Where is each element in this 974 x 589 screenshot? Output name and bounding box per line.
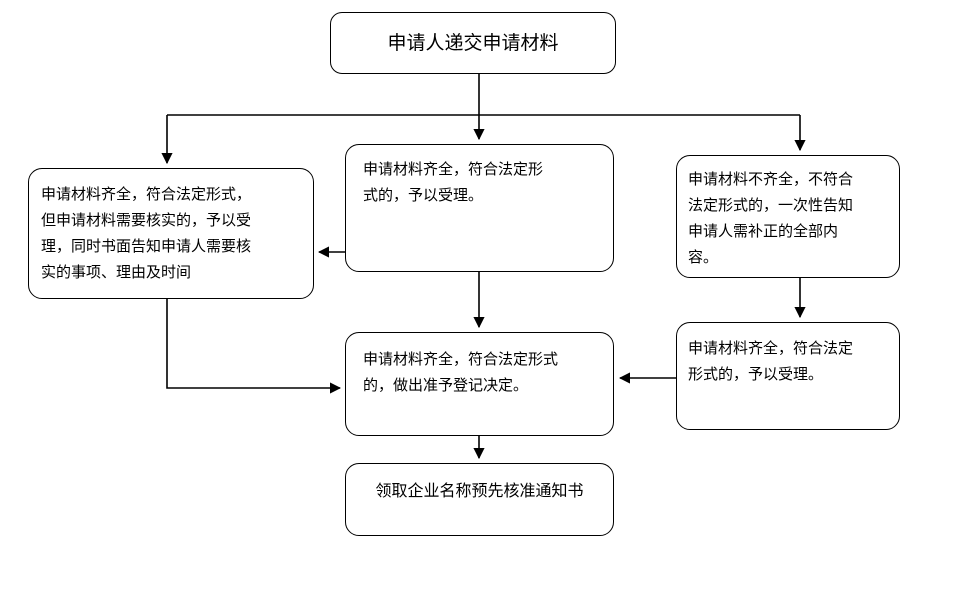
node-submit-application-label: 申请人递交申请材料 [387, 32, 559, 54]
node-registration-approval-decision-label: 申请材料齐全，符合法定形式 的，做出准予登记决定。 [363, 350, 559, 394]
edge-verify-to-approve [166, 299, 342, 394]
node-receive-approval-notice[interactable]: 领取企业名称预先核准通知书 [345, 463, 614, 536]
node-accept-after-correction[interactable]: 申请材料齐全，符合法定 形式的，予以受理。 [676, 322, 900, 430]
node-incomplete-materials-notice-label: 申请材料不齐全，不符合 法定形式的，一次性告知 申请人需补正的全部内 容。 [688, 170, 854, 266]
node-receive-approval-notice-label: 领取企业名称预先核准通知书 [375, 481, 584, 500]
node-accept-after-correction-label: 申请材料齐全，符合法定 形式的，予以受理。 [688, 339, 854, 383]
node-incomplete-materials-notice[interactable]: 申请材料不齐全，不符合 法定形式的，一次性告知 申请人需补正的全部内 容。 [676, 155, 900, 278]
node-accept-with-verification-label: 申请材料齐全，符合法定形式， 但申请材料需要核实的，予以受 理，同时书面告知申请… [41, 185, 252, 281]
node-accept-with-verification[interactable]: 申请材料齐全，符合法定形式， 但申请材料需要核实的，予以受 理，同时书面告知申请… [28, 168, 314, 299]
node-accept-complete-materials[interactable]: 申请材料齐全，符合法定形 式的，予以受理。 [345, 144, 614, 272]
node-registration-approval-decision[interactable]: 申请材料齐全，符合法定形式 的，做出准予登记决定。 [345, 332, 614, 436]
node-submit-application[interactable]: 申请人递交申请材料 [330, 12, 616, 74]
node-accept-complete-materials-label: 申请材料齐全，符合法定形 式的，予以受理。 [363, 160, 544, 204]
